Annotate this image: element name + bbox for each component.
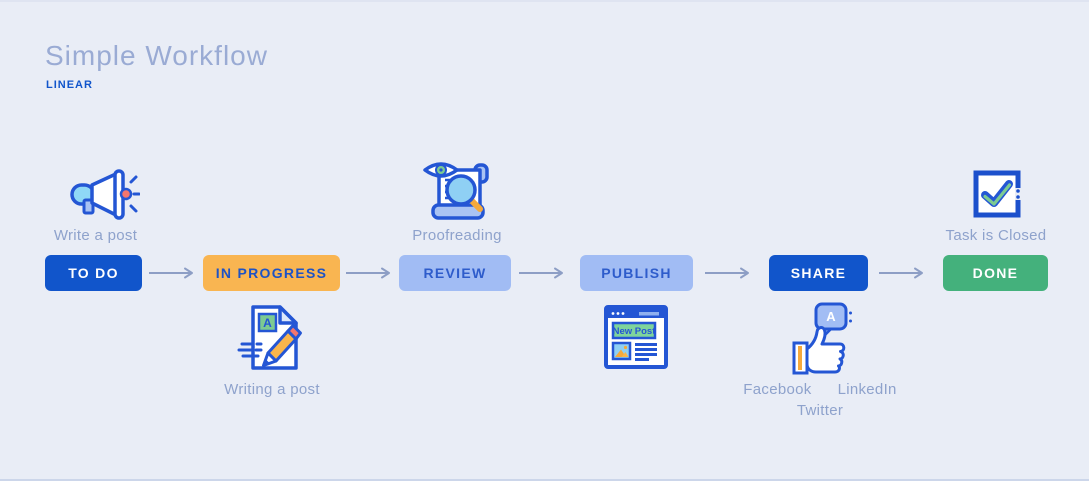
annotation-write-a-post: Write a post xyxy=(53,227,138,244)
arrow-right-icon xyxy=(519,267,563,279)
bottom-edge-divider xyxy=(0,479,1089,481)
top-edge-divider xyxy=(0,0,1089,2)
annotation-share-channels: Facebook LinkedIn xyxy=(738,381,902,398)
stage-pill-publish: PUBLISH xyxy=(580,255,693,291)
arrow-right-icon xyxy=(346,267,390,279)
channel-facebook: Facebook xyxy=(743,381,812,398)
arrow-right-icon xyxy=(879,267,923,279)
page-subtitle: LINEAR xyxy=(46,79,93,91)
stage-pill-done: DONE xyxy=(943,255,1048,291)
arrow-right-icon xyxy=(149,267,193,279)
channel-twitter: Twitter xyxy=(796,402,844,419)
document-pencil-icon: A xyxy=(237,302,305,379)
arrow-right-icon xyxy=(705,267,749,279)
annotation-task-is-closed: Task is Closed xyxy=(945,227,1047,244)
stage-pill-review: REVIEW xyxy=(399,255,511,291)
browser-new-post-icon: New Post xyxy=(603,304,669,375)
thumbs-up-icon: A xyxy=(790,301,854,384)
annotation-proofreading: Proofreading xyxy=(412,227,502,244)
stage-pill-share: SHARE xyxy=(769,255,868,291)
annotation-writing-a-post: Writing a post xyxy=(224,381,320,398)
stage-pill-in-progress: IN PROGRESS xyxy=(203,255,340,291)
bubble-letter: A xyxy=(826,309,836,324)
page-title: Simple Workflow xyxy=(45,40,268,71)
stage-pill-todo: TO DO xyxy=(45,255,142,291)
new-post-banner-text: New Post xyxy=(613,326,657,337)
proofreading-icon xyxy=(419,156,497,231)
document-letter: A xyxy=(263,316,272,330)
channel-linkedin: LinkedIn xyxy=(837,381,897,398)
checkbox-check-icon xyxy=(972,169,1022,224)
megaphone-icon xyxy=(68,166,141,229)
